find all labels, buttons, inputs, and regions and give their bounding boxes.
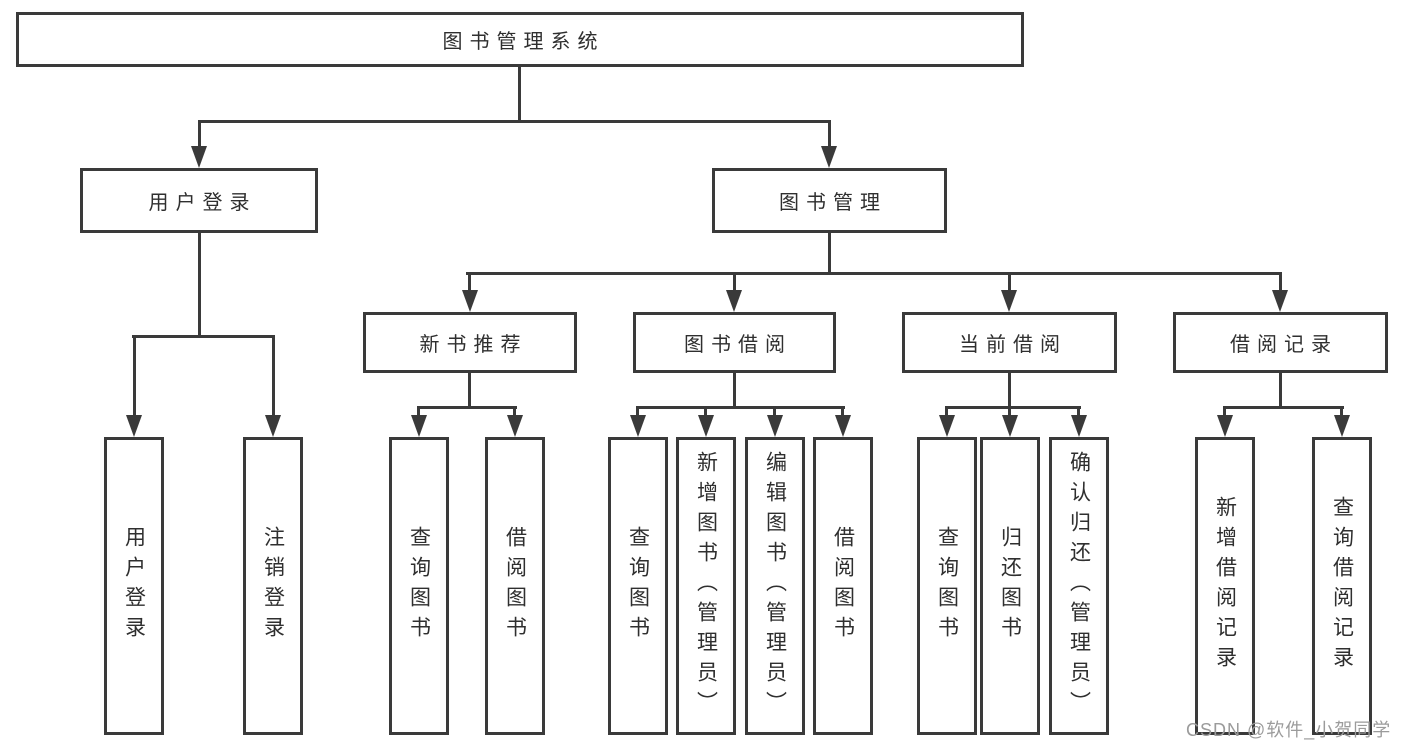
connector-drop-leaf-user-login: [133, 338, 136, 418]
connector-root-stem: [518, 67, 521, 123]
connector-borrowing-records-bar: [1223, 406, 1344, 409]
leaf-edit-books-admin: 编辑图书（管理员）: [745, 437, 805, 735]
node-user-login: 用户登录: [80, 168, 318, 233]
arrowhead-current-borrowing-icon: [1001, 290, 1017, 312]
leaf-logout: 注销登录: [243, 437, 303, 735]
connector-new-book-bar: [417, 406, 517, 409]
node-borrowing-records: 借阅记录: [1173, 312, 1388, 373]
arrowhead-bb-add-icon: [698, 415, 714, 437]
leaf-add-books-admin: 新增图书（管理员）: [676, 437, 736, 735]
connector-user-login-bar: [132, 335, 275, 338]
node-book-borrowing: 图书借阅: [633, 312, 836, 373]
connector-book-management-bar: [466, 272, 1282, 275]
arrowhead-br-add-icon: [1217, 415, 1233, 437]
leaf-borrow-books-borrowing: 借阅图书: [813, 437, 873, 735]
connector-borrowing-records-stem: [1279, 373, 1282, 409]
connector-drop-bb-borrow: [841, 409, 844, 417]
connector-drop-bb-edit: [773, 409, 776, 417]
connector-drop-cb-return: [1008, 409, 1011, 417]
csdn-watermark: CSDN @软件_小贺同学: [1186, 720, 1392, 740]
connector-drop-br-query: [1340, 409, 1343, 417]
node-library-system: 图书管理系统: [16, 12, 1024, 67]
arrowhead-leaf-logout-icon: [265, 415, 281, 437]
node-current-borrowing: 当前借阅: [902, 312, 1117, 373]
connector-new-book-stem: [468, 373, 471, 409]
leaf-query-borrow-record: 查询借阅记录: [1312, 437, 1372, 735]
connector-current-borrowing-bar: [945, 406, 1081, 409]
connector-drop-book-management: [828, 123, 831, 150]
connector-drop-nb-borrow: [513, 409, 516, 417]
connector-drop-bb-query: [636, 409, 639, 417]
arrowhead-user-login-icon: [191, 146, 207, 168]
connector-drop-bb-add: [704, 409, 707, 417]
arrowhead-nb-borrow-icon: [507, 415, 523, 437]
arrowhead-leaf-user-login-icon: [126, 415, 142, 437]
connector-drop-cb-confirm: [1077, 409, 1080, 417]
arrowhead-bb-edit-icon: [767, 415, 783, 437]
connector-book-management-stem: [828, 233, 831, 275]
leaf-borrow-books-recommend: 借阅图书: [485, 437, 545, 735]
arrowhead-nb-query-icon: [411, 415, 427, 437]
connector-drop-book-borrowing: [733, 275, 736, 293]
connector-drop-cb-query: [945, 409, 948, 417]
leaf-add-borrow-record: 新增借阅记录: [1195, 437, 1255, 735]
arrowhead-new-book-icon: [462, 290, 478, 312]
connector-drop-leaf-logout: [272, 338, 275, 418]
connector-drop-br-add: [1223, 409, 1226, 417]
arrowhead-book-management-icon: [821, 146, 837, 168]
leaf-query-books-current: 查询图书: [917, 437, 977, 735]
arrowhead-cb-confirm-icon: [1071, 415, 1087, 437]
arrowhead-borrowing-records-icon: [1272, 290, 1288, 312]
leaf-query-books-recommend: 查询图书: [389, 437, 449, 735]
arrowhead-br-query-icon: [1334, 415, 1350, 437]
arrowhead-cb-query-icon: [939, 415, 955, 437]
arrowhead-bb-borrow-icon: [835, 415, 851, 437]
node-new-book-recommend: 新书推荐: [363, 312, 577, 373]
arrowhead-book-borrowing-icon: [726, 290, 742, 312]
connector-drop-current-borrowing: [1008, 275, 1011, 293]
node-book-management: 图书管理: [712, 168, 947, 233]
leaf-confirm-return-admin: 确认归还（管理员）: [1049, 437, 1109, 735]
connector-current-borrowing-stem: [1008, 373, 1011, 409]
connector-user-login-stem: [198, 233, 201, 338]
connector-drop-new-book: [468, 275, 471, 293]
connector-book-borrowing-bar: [636, 406, 845, 409]
arrowhead-cb-return-icon: [1002, 415, 1018, 437]
arrowhead-bb-query-icon: [630, 415, 646, 437]
leaf-query-books-borrowing: 查询图书: [608, 437, 668, 735]
connector-drop-nb-query: [417, 409, 420, 417]
connector-book-borrowing-stem: [733, 373, 736, 409]
leaf-return-books: 归还图书: [980, 437, 1040, 735]
connector-drop-user-login: [198, 123, 201, 150]
connector-drop-borrowing-records: [1279, 275, 1282, 293]
leaf-user-login: 用户登录: [104, 437, 164, 735]
connector-root-bar: [198, 120, 831, 123]
